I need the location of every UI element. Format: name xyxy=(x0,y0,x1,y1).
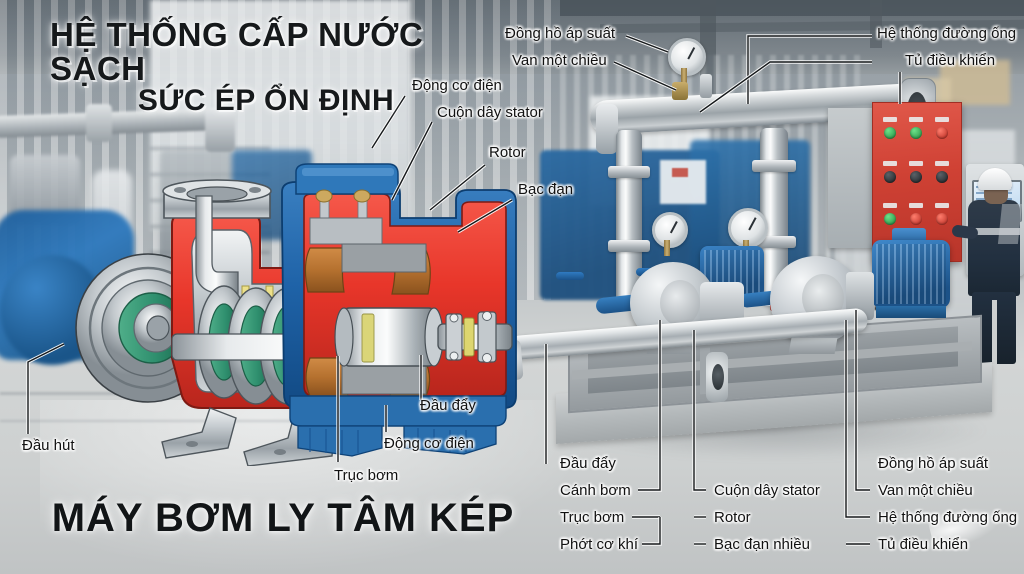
label-bearing-photo: Bạc đạn nhiều xyxy=(714,536,810,553)
label-control-cabinet: Tủ điều khiển xyxy=(905,52,996,69)
header-pipe-flange-left xyxy=(596,104,618,154)
emergency-stop-button[interactable] xyxy=(936,213,948,225)
label-pump-shaft: Trục bơm xyxy=(334,467,399,484)
background-pipe-flange xyxy=(205,108,235,152)
worker-leg-gap xyxy=(992,300,997,364)
cabinet-label xyxy=(935,161,949,166)
storage-box xyxy=(940,60,1010,105)
worker-jacket-highlight xyxy=(997,204,1023,244)
push-button-green[interactable] xyxy=(884,213,896,225)
label-discharge-photo: Đầu đẩy xyxy=(560,455,616,472)
valve-handle xyxy=(556,272,584,280)
pipe-fitting xyxy=(700,74,712,98)
label-stator-winding: Cuộn dây stator xyxy=(437,104,543,121)
control-cabinet xyxy=(872,102,962,262)
cabinet-label xyxy=(883,161,897,166)
main-title-block: HỆ THỐNG CẤP NƯỚC SẠCH SỨC ÉP ỔN ĐỊNH xyxy=(50,18,470,117)
riser-flange xyxy=(608,166,650,178)
label-suction: Đầu hút xyxy=(22,437,75,454)
worker-reflective-stripe xyxy=(968,228,1020,235)
cabinet-label xyxy=(909,161,923,166)
label-pump-shaft-photo: Trục bơm xyxy=(560,509,625,526)
pressure-gauge xyxy=(652,212,688,248)
label-rotor: Rotor xyxy=(489,144,526,161)
pump-cutaway-illustration xyxy=(75,163,517,466)
push-button-red[interactable] xyxy=(910,213,922,225)
manifold-bore xyxy=(712,364,724,390)
label-pressure-gauge: Đồng hồ áp suất xyxy=(505,25,616,42)
vertical-riser-pipe xyxy=(616,130,642,306)
label-stator-photo: Cuộn dây stator xyxy=(714,482,820,499)
riser-flange xyxy=(608,240,650,252)
wall-notice-panel xyxy=(660,160,706,204)
title-line-1: HỆ THỐNG CẤP NƯỚC SẠCH xyxy=(50,16,424,87)
indicator-lamp-red[interactable] xyxy=(936,127,948,139)
indicator-lamp-green[interactable] xyxy=(884,127,896,139)
gauge-stem xyxy=(681,68,687,84)
label-motor-bottom: Động cơ điện xyxy=(384,435,474,452)
label-rotor-photo: Rotor xyxy=(714,509,751,526)
selector-switch[interactable] xyxy=(936,171,948,183)
label-discharge: Đầu đẩy xyxy=(420,397,476,414)
label-motor-top: Động cơ điện xyxy=(412,77,502,94)
pressure-gauge xyxy=(668,38,706,76)
label-check-valve: Van một chiều xyxy=(512,52,607,69)
indicator-lamp-green[interactable] xyxy=(910,127,922,139)
wall-notice-mark xyxy=(672,168,688,177)
floor-seam xyxy=(0,420,300,422)
cabinet-label xyxy=(909,117,923,122)
roof-beam xyxy=(560,0,1024,16)
label-pipe-system: Hệ thống đường ống xyxy=(877,25,1017,42)
pump-hub xyxy=(660,280,700,326)
label-check-valve-photo: Van một chiều xyxy=(878,482,973,499)
label-pressure-gauge-photo: Đồng hồ áp suất xyxy=(878,455,989,472)
motor-foot xyxy=(876,306,946,318)
pump-motor-blue xyxy=(872,240,950,308)
selector-switch[interactable] xyxy=(884,171,896,183)
cabinet-label xyxy=(883,203,897,208)
safety-helmet-icon xyxy=(978,168,1012,190)
riser-flange xyxy=(752,160,796,172)
roof-column xyxy=(870,0,882,48)
pump-support-foot xyxy=(788,338,838,354)
motor-cooling-fins xyxy=(876,244,946,304)
cabinet-label xyxy=(883,117,897,122)
label-bearing: Bạc đạn xyxy=(518,181,574,198)
cabinet-label xyxy=(935,203,949,208)
cabinet-label xyxy=(935,117,949,122)
background-pipe-flange xyxy=(86,104,112,142)
cabinet-label xyxy=(909,203,923,208)
gauge-stem xyxy=(664,240,670,256)
label-mechanical-seal: Phớt cơ khí xyxy=(560,536,639,553)
bottom-title: MÁY BƠM LY TÂM KÉP xyxy=(51,496,515,540)
label-pipe-system-photo: Hệ thống đường ống xyxy=(878,509,1018,526)
check-valve-body xyxy=(672,82,688,100)
label-control-cabinet-photo: Tủ điều khiển xyxy=(878,536,969,553)
title-line-2: SỨC ÉP ỔN ĐỊNH xyxy=(137,84,395,118)
label-impeller: Cánh bơm xyxy=(560,482,631,499)
selector-switch[interactable] xyxy=(910,171,922,183)
